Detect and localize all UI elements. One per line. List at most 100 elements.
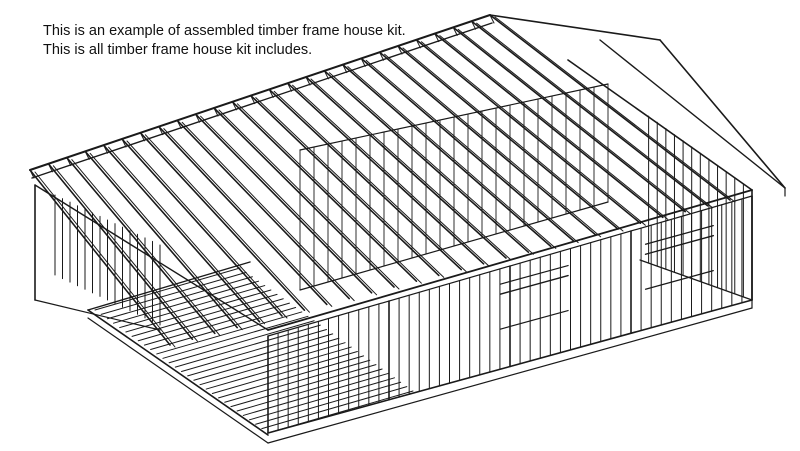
rafter: [71, 159, 221, 336]
deck-board: [199, 342, 346, 386]
deck-board: [181, 329, 327, 372]
rafter-tail: [84, 150, 90, 160]
rafter: [323, 70, 530, 253]
deck-board: [230, 364, 377, 408]
gable-rake: [567, 59, 753, 191]
rafter: [476, 22, 714, 209]
deck-board: [168, 320, 315, 364]
bottom-plate: [34, 299, 161, 331]
rafter: [420, 41, 646, 226]
rafter-tail: [379, 51, 385, 61]
rafter: [255, 97, 445, 278]
deck-board: [187, 333, 334, 377]
roof-rafters: [29, 14, 736, 348]
rafter: [89, 152, 243, 331]
rafter: [397, 45, 619, 230]
ridge-beam: [29, 14, 491, 171]
window-sill: [499, 264, 569, 285]
rafter-tail: [471, 20, 477, 30]
deck-board: [150, 307, 297, 351]
rafter: [292, 84, 490, 267]
deck-board: [224, 359, 371, 403]
rafter-tail: [139, 132, 145, 142]
rafter: [384, 53, 602, 238]
deck-board: [261, 386, 408, 430]
rafter: [439, 35, 669, 220]
window-sill: [499, 274, 569, 295]
front-wall-frame: [267, 189, 753, 434]
rafter: [347, 66, 557, 249]
rafter: [310, 78, 512, 261]
rafter-tail: [287, 82, 293, 92]
rafter-tail: [231, 101, 237, 111]
deck-board: [174, 324, 321, 368]
interior-plate: [299, 201, 609, 291]
rafter: [360, 57, 575, 242]
window-header: [499, 309, 569, 330]
rafter: [305, 76, 507, 259]
rafter: [108, 146, 266, 325]
deck-board: [94, 267, 241, 311]
deck-board: [106, 276, 253, 320]
rafter-tail: [360, 57, 366, 67]
ridge-beam: [31, 22, 493, 179]
rafter-tail: [158, 126, 164, 136]
rafter-tail: [29, 169, 35, 179]
caption: This is an example of assembled timber f…: [43, 22, 406, 60]
rafter: [213, 107, 395, 288]
deck-board: [125, 289, 272, 333]
rafter: [121, 138, 283, 317]
rafter-tail: [342, 64, 348, 74]
rafter: [163, 128, 333, 307]
rafter: [489, 14, 731, 201]
deck-board: [205, 346, 352, 390]
rafter: [231, 101, 418, 283]
rafter: [158, 125, 328, 306]
rafter: [181, 121, 355, 302]
rafter-tail: [489, 14, 495, 24]
rafter: [102, 144, 261, 323]
rafter: [452, 26, 687, 213]
deck-board: [236, 368, 383, 412]
deck-board: [248, 377, 395, 421]
rafter: [200, 115, 378, 296]
deck-edge: [87, 317, 269, 444]
rafter: [194, 113, 373, 294]
rafter: [286, 82, 485, 265]
ridge-beam: [29, 14, 786, 189]
rafter: [378, 51, 597, 236]
deck-board: [143, 302, 290, 346]
rafter: [66, 156, 216, 335]
deck-floor: [87, 261, 414, 444]
rafter: [328, 72, 534, 255]
rafter: [415, 38, 642, 224]
top-plate: [267, 189, 753, 331]
rafter: [84, 150, 238, 329]
rafter: [144, 134, 310, 313]
rafter-tail: [103, 144, 109, 154]
window-sill: [644, 225, 714, 245]
rafter: [273, 90, 467, 273]
rafter: [236, 103, 422, 284]
rafter: [470, 20, 709, 207]
floor-edge: [267, 307, 753, 444]
gable-bottom: [639, 259, 753, 301]
rafter: [457, 28, 691, 215]
rafter: [29, 169, 171, 346]
caption-line-2: This is all timber frame house kit inclu…: [43, 42, 313, 58]
deck-board: [211, 350, 358, 394]
deck-edge: [87, 309, 269, 436]
rafter: [250, 94, 440, 277]
deck-board: [137, 298, 284, 342]
caption-line-1: This is an example of assembled timber f…: [43, 23, 406, 39]
rafter-tail: [268, 88, 274, 98]
rafter-tail: [305, 76, 311, 86]
deck-board: [218, 355, 365, 399]
rafter-tail: [452, 26, 458, 36]
rafter-tail: [323, 70, 329, 80]
deck-board: [193, 337, 340, 381]
gable-fascia: [599, 39, 786, 189]
rafter: [126, 140, 288, 319]
rafter: [34, 171, 176, 348]
rafter-tail: [176, 119, 182, 129]
